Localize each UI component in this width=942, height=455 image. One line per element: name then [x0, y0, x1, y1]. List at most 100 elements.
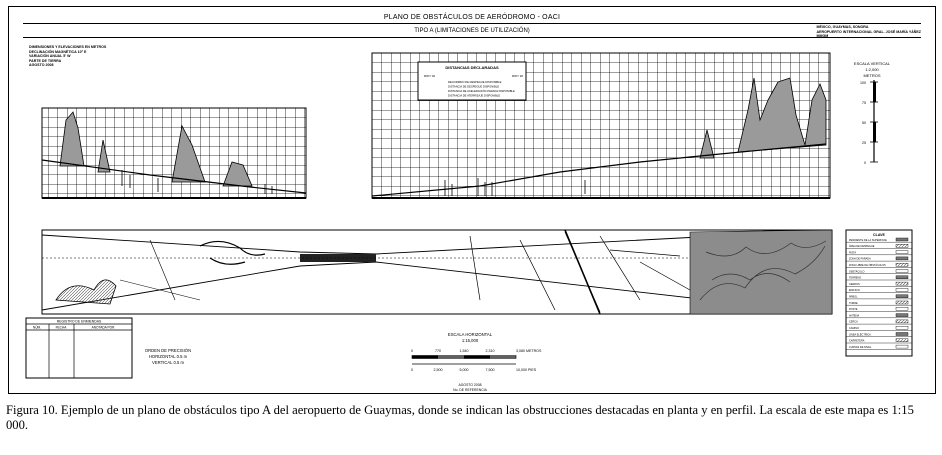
obstacle-poles — [444, 178, 586, 196]
horizontal-scale-title: ESCALA HORIZONTAL — [448, 332, 493, 337]
declared-row: DISTANCIA DE ATERRIZAJE DISPONIBLE — [448, 94, 500, 98]
precision-order: ORDEN DE PRECISIÓN HORIZONTAL 0.5 m VERT… — [145, 348, 191, 365]
note-line: DECLINACIÓN MAGNÉTICA 10° E — [29, 49, 87, 54]
declared-col-left: RWY 02 — [424, 74, 435, 78]
feet-tick: 2,500 — [434, 368, 443, 372]
legend-item-label: CURVAS DE NIVEL — [849, 346, 872, 349]
meter-tick: 3,080 METROS — [516, 349, 542, 353]
profile-grid-left — [41, 107, 307, 199]
meter-tick: 0 — [411, 349, 413, 353]
reference-line: AEROPUERTO INTERNACIONAL GRAL. JOSÉ MARÍ… — [816, 29, 922, 34]
legend-item-label: ÁREA DE DESPEGUE — [849, 245, 875, 248]
legend-item-label: EDIFICIO — [849, 289, 860, 292]
legend-item-symbol — [895, 326, 909, 330]
legend-item-symbol — [895, 269, 909, 273]
declared-row: DISTANCIA DE ACELERACIÓN-PARADA DISPONIB… — [448, 88, 515, 93]
amendments-record: REGISTRO DE ENMIENDAS NÚM. FECHA ANOTADA… — [25, 317, 133, 379]
declared-row: RECORRIDO DE DESPEGUE DISPONIBLE — [448, 80, 502, 84]
obstacle-poles — [121, 170, 273, 194]
takeoff-flight-path-slope — [41, 159, 307, 194]
legend-item-symbol — [895, 288, 909, 292]
profile-right: DISTANCIAS DECLARADAS RWY 02 RWY 20 RECO… — [371, 52, 831, 199]
precision-horizontal: HORIZONTAL 0.5 m — [149, 354, 188, 359]
legend-item-label: OBSTÁCULO — [849, 270, 864, 273]
reference-line: MMGM — [816, 34, 829, 39]
meter-tick: 1,540 — [460, 349, 469, 353]
figure-caption: Figura 10. Ejemplo de un plano de obstác… — [6, 403, 914, 432]
amendments-col: FECHA — [56, 326, 68, 330]
terrain-hill — [699, 129, 715, 159]
sheet-title: PLANO DE OBSTÁCULOS DE AERÓDROMO - OACI — [383, 14, 561, 21]
legend: CLAVE PENDIENTE DE LA SUPERFICIE ÁREA DE … — [845, 229, 913, 357]
legend-item-symbol — [895, 294, 909, 298]
meter-tick: 770 — [435, 349, 441, 353]
legend-item-symbol — [895, 250, 909, 254]
plan-view — [41, 229, 833, 315]
legend-item-symbol — [895, 237, 909, 242]
legend-item-label: LÍNEA ELÉCTRICA — [849, 333, 871, 336]
declared-row: DISTANCIA DE DESPEGUE DISPONIBLE — [448, 85, 499, 89]
profile-left — [41, 107, 307, 199]
legend-item-label: CERCA — [849, 321, 858, 324]
contour-lines — [699, 240, 827, 301]
hill-left — [55, 279, 117, 305]
reference-line: MÉXICO, GUAYMAS, SONORA — [816, 25, 869, 29]
feet-tick: 5,000 — [460, 368, 469, 372]
vertical-tick: 25 — [862, 141, 866, 145]
legend-item-label: PISTA — [849, 251, 856, 254]
amendments-title: REGISTRO DE ENMIENDAS — [57, 320, 102, 324]
precision-vertical: VERTICAL 0.5 m — [152, 360, 184, 365]
amendments-table — [25, 317, 133, 379]
legend-item-label: TERRENO — [849, 277, 861, 280]
header-rule — [23, 23, 921, 24]
power-line — [564, 229, 601, 315]
feet-tick: 10,000 PIES — [516, 368, 537, 372]
roads — [119, 239, 201, 301]
note-line: DIMENSIONES Y ELEVACIONES EN METROS — [29, 45, 107, 49]
vertical-scale-title: ESCALA VERTICAL — [854, 61, 891, 66]
footer-reference: No. DE REFERENCIA — [453, 388, 487, 392]
meter-tick: 2,310 — [486, 349, 495, 353]
legend-item-label: CAMINO — [849, 327, 859, 330]
declared-distances-title: DISTANCIAS DECLARADAS — [445, 65, 499, 70]
vertical-tick: 100 — [860, 81, 866, 85]
terrain-hill — [171, 124, 206, 183]
amendments-col: ANOTADA POR — [92, 326, 115, 330]
legend-item-symbol — [895, 332, 909, 336]
legend-item-symbol — [895, 275, 909, 279]
feet-tick: 7,500 — [486, 368, 495, 372]
terrain-hill — [97, 139, 111, 173]
sheet-subtitle: TIPO A (LIMITACIONES DE UTILIZACIÓN) — [414, 28, 530, 34]
legend-item-label: ÁRBOL — [849, 296, 858, 299]
legend-item-label: PENDIENTE DE LA SUPERFICIE — [849, 239, 887, 242]
legend-item-label: POSTE — [849, 308, 858, 311]
contour-cluster — [199, 240, 266, 265]
legend-box — [845, 229, 913, 357]
footer-date: AGOSTO 2008 — [459, 383, 482, 387]
obstacle-chart-sheet: PLANO DE OBSTÁCULOS DE AERÓDROMO - OACI … — [8, 6, 936, 394]
horizontal-scale-ratio: 1:15,000 — [462, 338, 479, 343]
vertical-scale-unit: METROS — [863, 73, 880, 78]
legend-item-symbol — [895, 307, 909, 311]
legend-item-symbol — [895, 319, 909, 324]
note-line: VARIACIÓN ANUAL 5' W — [29, 54, 71, 59]
vertical-tick: 0 — [864, 161, 866, 165]
vertical-tick: 50 — [862, 121, 866, 125]
aerodrome-reference: MÉXICO, GUAYMAS, SONORA AEROPUERTO INTER… — [817, 25, 922, 39]
legend-title: CLAVE — [873, 233, 886, 237]
legend-item-symbol — [895, 263, 909, 267]
terrain-hill — [59, 111, 85, 167]
legend-item-symbol — [895, 256, 909, 261]
legend-item-symbol — [895, 344, 909, 349]
legend-item-label: ANTENA — [849, 314, 859, 317]
vertical-scale-ratio: 1:2,000 — [865, 67, 879, 72]
takeoff-flight-path-slope — [371, 143, 827, 197]
vertical-tick: 75 — [862, 101, 866, 105]
legend-rows: PENDIENTE DE LA SUPERFICIE ÁREA DE DESPEG… — [846, 237, 912, 350]
legend-item-label: CARRETERA — [849, 340, 865, 343]
legend-item-label: TORRE — [849, 302, 858, 305]
dimensions-note: DIMENSIONES Y ELEVACIONES EN METROS DECL… — [29, 45, 106, 68]
terrain-mountains — [737, 77, 827, 153]
amendments-col: NÚM. — [33, 325, 41, 330]
note-line: PARTE DE TIERRA — [29, 58, 62, 63]
